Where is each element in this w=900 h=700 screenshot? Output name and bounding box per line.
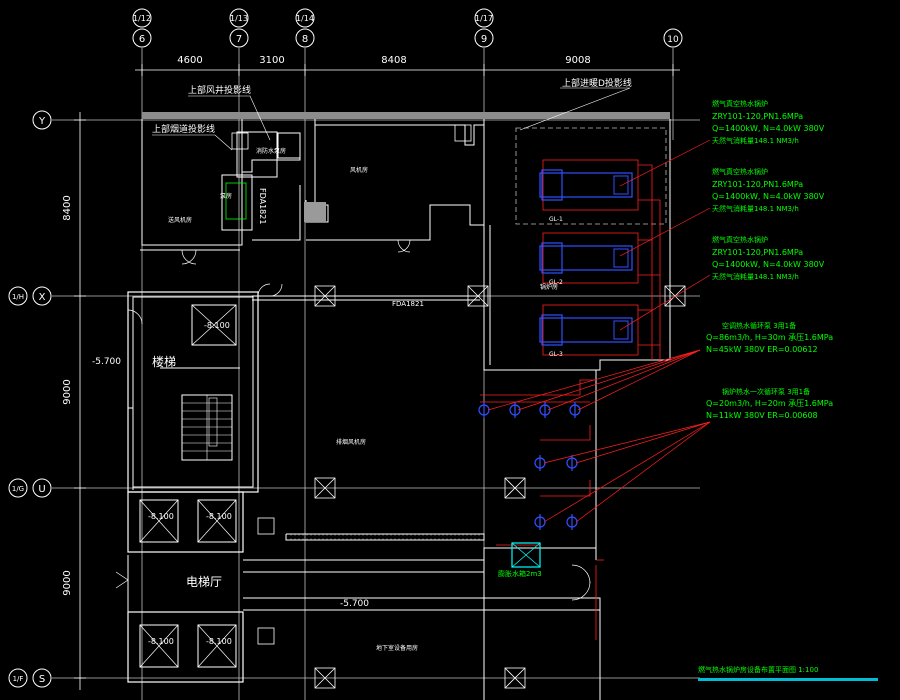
boiler-3-gas: 天然气消耗量148.1 NM3/h — [712, 272, 799, 281]
boiler-1-gas: 天然气消耗量148.1 NM3/h — [712, 136, 799, 145]
room-c-label: 排烟风机房 — [336, 438, 366, 446]
elev-stair: -5.700 — [92, 357, 121, 367]
boiler-3 — [539, 304, 639, 356]
row-u: U — [38, 484, 45, 495]
piping — [480, 164, 661, 640]
boiler-note-1: 燃气真空热水锅炉 ZRY101-120,PN1.6MPa Q=1400kW, N… — [712, 99, 825, 145]
elev-label-3: -8.100 — [206, 512, 232, 521]
gl3-label: GL-3 — [549, 351, 563, 358]
stair-room-label: 楼梯 — [152, 354, 176, 369]
row-y: Y — [38, 116, 46, 127]
col-7-top: 1/13 — [230, 14, 248, 23]
top-wall — [142, 112, 670, 119]
dim-top-2: 3100 — [259, 55, 284, 66]
expansion-tank-x2 — [511, 542, 541, 568]
pump-2-spec1: Q=20m3/h, H=20m 承压1.6MPa — [706, 399, 833, 408]
pump-note-1: 空调热水循环泵 3用1备 Q=86m3/h, H=30m 承压1.6MPa N=… — [706, 321, 833, 354]
grid-lines — [52, 48, 700, 700]
elevator-hall-label: 电梯厅 — [186, 575, 222, 589]
boiler-3-title: 燃气真空热水锅炉 — [712, 235, 768, 244]
doors — [115, 239, 591, 601]
pump-2-title: 锅炉热水一次循环泵 3用1备 — [722, 387, 810, 396]
room-d-label: 消防水泵房 — [256, 147, 286, 155]
leader-lines — [487, 139, 711, 523]
dim-left-2: 9000 — [62, 379, 73, 404]
boiler-2 — [539, 232, 639, 284]
boiler-2-model: ZRY101-120,PN1.6MPa — [712, 180, 803, 189]
col-9-top: 1/17 — [475, 14, 493, 23]
row-s: S — [39, 674, 45, 685]
col-8: 8 — [302, 34, 308, 45]
boiler-units — [539, 159, 639, 356]
col-6-top: 1/12 — [133, 14, 151, 23]
left-dimension-line — [74, 112, 86, 690]
row-1g: 1/G — [12, 485, 24, 493]
boiler-2-gas: 天然气消耗量148.1 NM3/h — [712, 204, 799, 213]
dim-left-1: 8400 — [62, 195, 73, 220]
elevator-shafts — [139, 304, 237, 668]
hatch-strip — [290, 534, 480, 540]
drawing-title-underline — [698, 678, 878, 681]
col-10: 10 — [667, 35, 679, 45]
col-7: 7 — [236, 34, 242, 45]
row-bubbles — [8, 110, 52, 688]
elev-label-4: -8.100 — [148, 637, 174, 646]
dim-top-4: 9008 — [565, 55, 590, 66]
pump-1-spec1: Q=86m3/h, H=30m 承压1.6MPa — [706, 333, 833, 342]
top-dimension-line — [135, 64, 680, 76]
col-8-top: 1/14 — [296, 14, 314, 23]
columns — [231, 124, 686, 689]
projection-leaders — [152, 87, 631, 151]
expansion-tank — [511, 542, 541, 568]
stair-treads — [182, 395, 232, 460]
room-b-label: 风机房 — [350, 166, 368, 174]
boiler-1-model: ZRY101-120,PN1.6MPa — [712, 112, 803, 121]
boiler-note-3: 燃气真空热水锅炉 ZRY101-120,PN1.6MPa Q=1400kW, N… — [712, 235, 825, 281]
boiler-note-2: 燃气真空热水锅炉 ZRY101-120,PN1.6MPa Q=1400kW, N… — [712, 167, 825, 213]
pump-room-label: 泵房 — [220, 192, 232, 200]
col-6: 6 — [139, 34, 145, 45]
shaft-box — [225, 182, 247, 220]
col-9: 9 — [481, 34, 487, 45]
drawing-title: 燃气热水锅炉房设备布置平面图 1:100 — [698, 665, 818, 674]
pump-1-title: 空调热水循环泵 3用1备 — [722, 321, 796, 330]
elev-label-5: -8.100 — [206, 637, 232, 646]
gl1-label: GL-1 — [549, 216, 563, 223]
pump-note-2: 锅炉热水一次循环泵 3用1备 Q=20m3/h, H=20m 承压1.6MPa … — [706, 387, 833, 420]
water-box-label: 膨胀水箱2m3 — [498, 569, 542, 578]
elev-label-1: -8.100 — [204, 321, 230, 330]
elev-hall: -5.700 — [340, 599, 369, 609]
fda2-label: FDA1821 — [392, 300, 424, 308]
room-e-label: 地下室设备用房 — [376, 644, 418, 652]
dim-top-3: 8408 — [381, 55, 406, 66]
projection-outline — [515, 127, 667, 225]
flue-proj-label: 上部烟道投影线 — [152, 123, 215, 135]
elev-label-2: -8.100 — [148, 512, 174, 521]
room-a-label: 送风机房 — [168, 216, 192, 224]
row-1f: 1/F — [13, 675, 24, 683]
dim-left-3: 9000 — [62, 570, 73, 595]
pump-1-spec2: N=45kW 380V ER=0.00612 — [706, 345, 818, 354]
boiler-1 — [539, 159, 639, 211]
boiler-3-model: ZRY101-120,PN1.6MPa — [712, 248, 803, 257]
row-x: X — [39, 292, 46, 303]
shaft-proj-label: 上部风井投影线 — [188, 84, 251, 96]
duct-block — [304, 202, 326, 222]
boiler-room-label: 锅炉房 — [540, 283, 558, 291]
row-1h: 1/H — [12, 293, 24, 301]
boiler-1-spec: Q=1400kW, N=4.0kW 380V — [712, 124, 825, 133]
pumps — [478, 402, 581, 530]
column-bubbles — [132, 8, 683, 48]
boiler-3-spec: Q=1400kW, N=4.0kW 380V — [712, 260, 825, 269]
boiler-1-title: 燃气真空热水锅炉 — [712, 99, 768, 108]
dim-top-1: 4600 — [177, 55, 202, 66]
beam-proj-label: 上部进暖D投影线 — [562, 77, 632, 89]
pump-2-spec2: N=11kW 380V ER=0.00608 — [706, 411, 818, 420]
gl2-label: GL-2 — [549, 279, 563, 286]
boiler-2-title: 燃气真空热水锅炉 — [712, 167, 768, 176]
walls — [127, 119, 671, 700]
fda-label: FDA1821 — [258, 188, 267, 224]
boiler-2-spec: Q=1400kW, N=4.0kW 380V — [712, 192, 825, 201]
